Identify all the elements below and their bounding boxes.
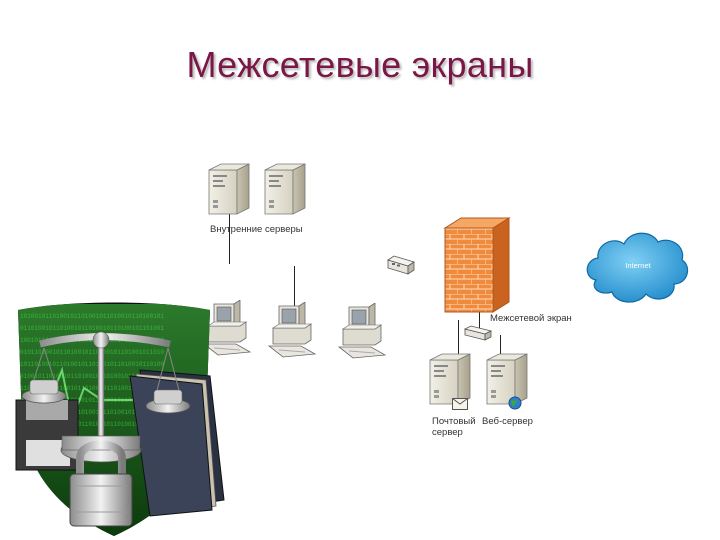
svg-text:101001011010010110100101101001: 1010010110100101101001011010010110100101 (20, 409, 164, 416)
svg-text:001011010010110100101101001011: 0010110100101101001011010010110100101101 (20, 397, 164, 404)
workstation-icon[interactable] (265, 302, 321, 358)
mail-server-label: Почтовый сервер (432, 416, 476, 438)
firewall-label: Межсетевой экран (490, 313, 572, 324)
workstation-icon[interactable] (335, 303, 391, 359)
mail-envelope-icon (452, 398, 468, 410)
web-server-label: Веб-сервер (482, 416, 533, 427)
svg-text:110100101101001011010010110100: 1101001011010010110100101101001011010010 (20, 385, 164, 392)
svg-text:011010010110100101101001011010: 0110100101101001011010010110100101101001 (20, 421, 164, 428)
internet-label: Internet (625, 261, 651, 270)
svg-text:010010110100101101001011010010: 0100101101001011010010110100101101001011 (20, 373, 164, 380)
server-icon[interactable] (263, 162, 307, 216)
server-icon[interactable] (485, 352, 529, 406)
globe-icon (508, 396, 522, 410)
internal-servers-label: Внутренние серверы (210, 224, 303, 235)
wire-dmz-right (500, 335, 501, 371)
security-shield-illustration: 1010010110100101101001011010010110100101… (15, 302, 225, 536)
page-title: Межсетевые экраны (186, 44, 534, 85)
firewall-icon[interactable] (443, 214, 513, 314)
svg-text:101001011010010110100101101001: 1010010110100101101001011010010110100101 (20, 313, 164, 320)
svg-text:101101001011010010110100101101: 1011010010110100101101001011010010110100 (20, 361, 164, 368)
svg-text:011010010110100101101001011010: 0110100101101001011010010110100101101001 (20, 325, 164, 332)
wire-ws2-vertical (294, 266, 295, 322)
hub-icon[interactable] (386, 254, 416, 276)
hub-icon[interactable] (463, 324, 493, 342)
wire-servers-vertical (229, 196, 230, 264)
server-icon[interactable] (207, 162, 251, 216)
svg-text:010110100101101001011010010110: 0101101001011010010110100101101001011010 (20, 349, 164, 356)
cloud-icon[interactable]: Internet (582, 222, 692, 308)
svg-text:100101101001011010010110100101: 1001011010010110100101101001011010010110 (20, 337, 164, 344)
wire-dmz-left (458, 320, 459, 366)
